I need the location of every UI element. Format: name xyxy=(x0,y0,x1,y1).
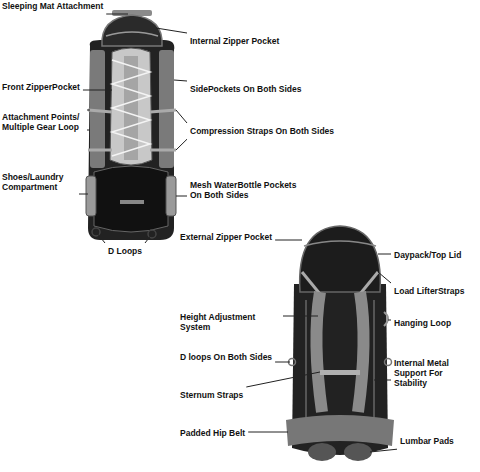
leader-line xyxy=(275,240,302,241)
leader-line xyxy=(174,80,187,81)
callout-label: Height Adjustment System xyxy=(180,312,280,332)
callout-label: Padded Hip Belt xyxy=(180,428,245,438)
callout-label: SidePockets On Both Sides xyxy=(190,84,301,94)
callout-label: Front ZipperPocket xyxy=(2,82,80,92)
leader-line xyxy=(156,28,187,33)
callout-label: Sleeping Mat Attachment xyxy=(2,1,103,11)
callout-label: Hanging Loop xyxy=(394,318,451,328)
callout-label: Mesh WaterBottle Pockets On Both Sides xyxy=(190,180,310,200)
leader-line xyxy=(176,110,187,123)
callout-label: Sternum Straps xyxy=(180,390,243,400)
leader-line xyxy=(246,372,320,387)
callout-label: Daypack/Top Lid xyxy=(394,250,461,260)
front-backpack xyxy=(86,10,176,240)
leader-line xyxy=(176,196,187,197)
callout-label: D loops On Both Sides xyxy=(180,352,272,362)
leader-line xyxy=(87,110,90,111)
leader-line xyxy=(378,254,391,255)
leader-line xyxy=(283,316,318,317)
leader-line xyxy=(87,130,90,131)
callout-label: External Zipper Pocket xyxy=(180,232,272,242)
callout-label: Internal Metal Support For Stability xyxy=(394,358,474,389)
callout-label: Shoes/Laundry Compartment xyxy=(2,172,76,192)
leader-line xyxy=(378,272,391,283)
leader-line xyxy=(96,232,105,243)
callout-label: D Loops xyxy=(108,246,142,256)
leader-line xyxy=(370,449,397,452)
leader-line xyxy=(248,432,288,433)
leader-line xyxy=(176,139,187,150)
leader-line xyxy=(145,234,152,243)
leader-line xyxy=(106,14,128,15)
callout-label: Attachment Points/ Multiple Gear Loop xyxy=(2,112,84,132)
callout-label: Internal Zipper Pocket xyxy=(190,36,279,46)
callout-label: Load LifterStraps xyxy=(394,286,464,296)
callout-label: Lumbar Pads xyxy=(400,436,454,446)
back-backpack xyxy=(286,226,394,461)
callout-label: Compression Straps On Both Sides xyxy=(190,126,334,136)
leader-line xyxy=(388,320,391,321)
leader-line xyxy=(79,194,88,195)
leader-line xyxy=(275,362,290,363)
leader-line xyxy=(374,380,391,381)
leader-line xyxy=(83,90,112,91)
